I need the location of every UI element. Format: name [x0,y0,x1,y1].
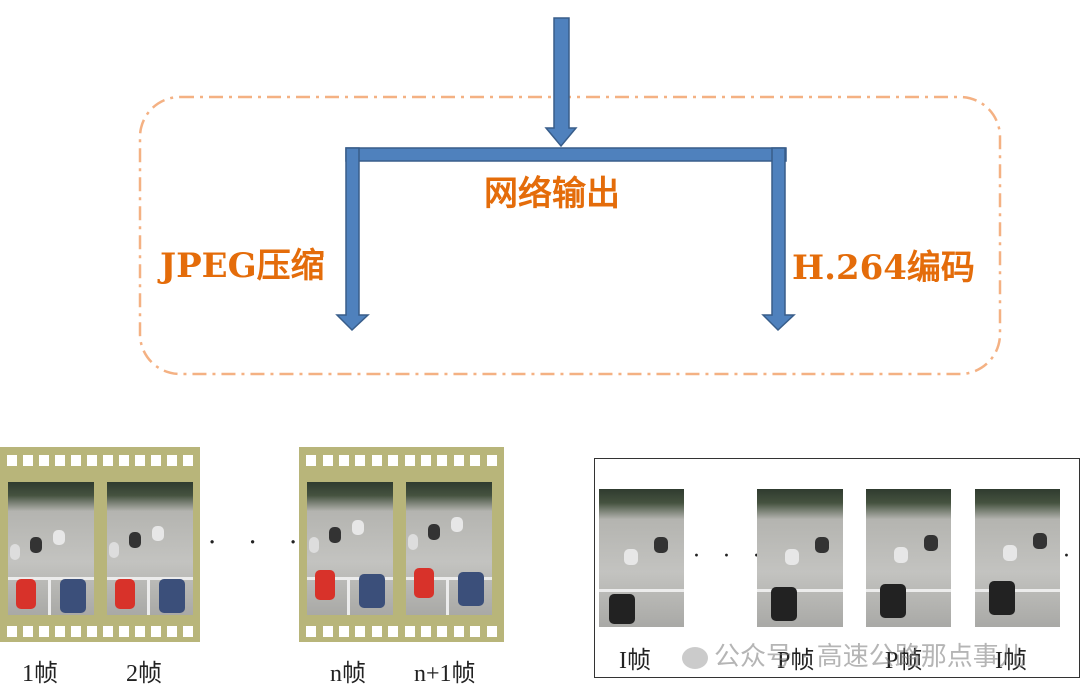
film-ellipsis: · · · [208,528,310,558]
h264-ellipsis: · · · [693,544,768,569]
traffic-photo [406,482,492,615]
h264-label-i-first: I帧 [619,648,651,674]
traffic-photo-i-frame [599,489,684,627]
frame-label-n-plus-1: n+1帧 [414,661,476,687]
traffic-photo-p-frame [757,489,843,627]
frame-label-2: 2帧 [126,661,162,687]
jpeg-compression-label: JPEG压缩 [160,246,325,286]
h264-tail-ellipsis: · [1063,544,1080,569]
traffic-photo [307,482,393,615]
film-strip-left [0,447,200,642]
traffic-photo-p-frame [866,489,951,627]
h264-label-p-first: P帧 [777,648,815,674]
incoming-arrow [544,17,578,148]
frame-label-n: n帧 [330,661,366,687]
h264-encoding-label: H.264编码 [792,248,975,288]
h264-label-p-second: P帧 [885,648,923,674]
network-output-label: 网络输出 [484,174,620,214]
traffic-photo [107,482,193,615]
h264-arrow [761,147,796,332]
wechat-icon [682,646,708,669]
watermark-text: 公众号 · 高速公路那点事儿 [714,642,1025,672]
jpeg-arrow [335,147,370,332]
horizontal-bar [345,147,787,162]
traffic-photo-i-frame [975,489,1060,627]
h264-label-i-second: I帧 [995,648,1027,674]
frame-label-1: 1帧 [22,661,58,687]
traffic-photo [8,482,94,615]
film-strip-right [299,447,504,642]
watermark: 公众号 · 高速公路那点事儿 [682,636,1025,673]
